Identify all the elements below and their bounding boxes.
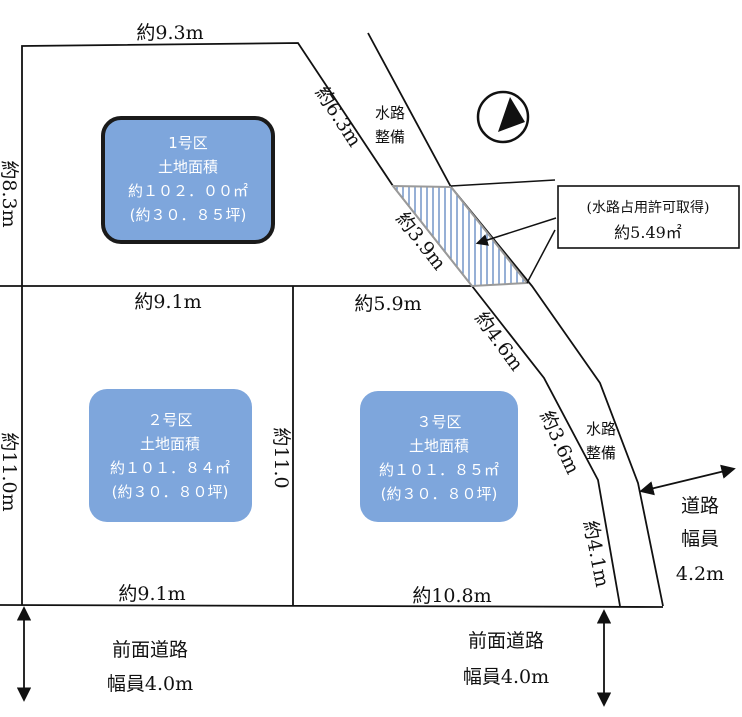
- lot-1-name: 1号区: [168, 134, 208, 152]
- waterway-bottom-line1: 水路: [586, 420, 616, 438]
- callout-line2: 約5.49㎡: [614, 223, 682, 242]
- waterway-top-line2: 整備: [375, 128, 405, 146]
- side-road-line2: 幅員: [681, 528, 719, 550]
- lot-3-area-m2: 約１０１．８５㎡: [379, 461, 499, 479]
- front-road-right-line1: 前面道路: [468, 630, 544, 652]
- permit-callout: (水路占用許可取得) 約5.49㎡: [557, 185, 740, 249]
- dim-diag-5: 約4.1m: [579, 519, 613, 589]
- front-road-left-line1: 前面道路: [112, 639, 188, 661]
- lot-2: ２号区 土地面積 約１０１．８４㎡ (約３０．８０坪): [89, 389, 252, 522]
- callout-leaders: [450, 179, 557, 284]
- dim-diag-3: 約4.6m: [470, 308, 527, 375]
- lot-1-area-m2: 約１０２．００㎡: [128, 182, 248, 200]
- lot-2-box: [89, 389, 252, 522]
- front-road-right-line2: 幅員4.0m: [463, 666, 549, 688]
- lot-3-area-tsubo: (約３０．８０坪): [381, 485, 498, 503]
- side-road-line3: 4.2m: [676, 563, 724, 585]
- waterway-bottom-line2: 整備: [586, 444, 616, 462]
- waterway-edge: [367, 32, 664, 607]
- side-road-width-arrow: [639, 464, 736, 496]
- front-road-left-line2: 幅員4.0m: [107, 673, 193, 695]
- dim-diag-4: 約3.6m: [535, 407, 583, 477]
- north-arrow-icon: [476, 90, 530, 144]
- lot-1-box: [101, 116, 275, 244]
- lot-1-area-tsubo: (約３０．８５坪): [130, 206, 247, 224]
- lot-2-name: ２号区: [147, 411, 192, 429]
- lot-2-area-label: 土地面積: [140, 435, 200, 453]
- bottom-boundary: [0, 604, 664, 608]
- lot-1-area-label: 土地面積: [158, 158, 218, 176]
- dim-bottom-right: 約10.8m: [412, 585, 491, 607]
- lot-1: 1号区 土地面積 約１０２．００㎡ (約３０．８５坪): [101, 116, 275, 244]
- callout-line1: (水路占用許可取得): [587, 199, 710, 216]
- dim-divider: 約11.0: [270, 427, 292, 488]
- lot-3-name: ３号区: [416, 413, 461, 431]
- dim-mid-right: 約5.9m: [354, 293, 421, 315]
- dim-mid-left: 約9.1m: [134, 291, 201, 313]
- lot-2-area-tsubo: (約３０．８０坪): [112, 483, 229, 501]
- lot-2-area-m2: 約１０１．８４㎡: [110, 459, 230, 477]
- lot-3-area-label: 土地面積: [409, 437, 469, 455]
- lot-3: ３号区 土地面積 約１０１．８５㎡ (約３０．８０坪): [360, 391, 518, 522]
- dim-bottom-left: 約9.1m: [118, 583, 185, 605]
- lot-3-box: [360, 391, 518, 522]
- dim-top: 約9.3m: [136, 22, 203, 44]
- dim-left-lower: 約11.0m: [0, 432, 20, 511]
- side-road-line1: 道路: [681, 495, 719, 517]
- dim-left-upper: 約8.3m: [0, 160, 20, 227]
- dim-diag-1: 約6.3m: [310, 83, 365, 151]
- waterway-top-line1: 水路: [375, 104, 405, 122]
